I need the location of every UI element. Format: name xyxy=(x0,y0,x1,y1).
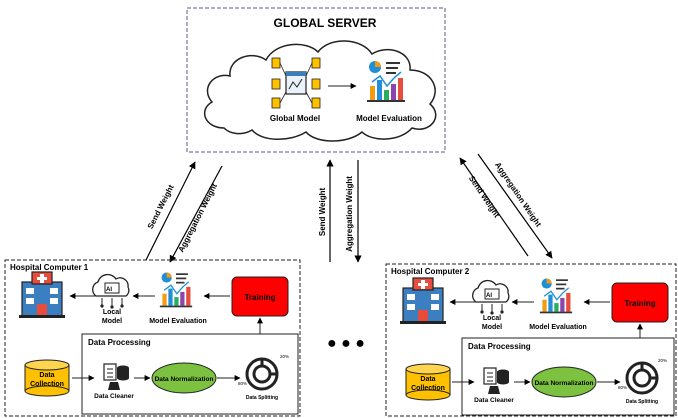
hospital-1-title: Hospital Computer 1 xyxy=(10,263,89,272)
global-model-label: Global Model xyxy=(270,114,320,123)
server-model-evaluation-label: Model Evaluation xyxy=(356,114,422,123)
data-cleaner-label: Data Cleaner xyxy=(474,397,514,404)
hospital-icon xyxy=(18,271,66,319)
split-pct-top: 20% xyxy=(280,354,289,359)
right-send-weight-label: Send Weight xyxy=(467,174,502,219)
data-normalization-node xyxy=(151,362,217,394)
hospital-1-border xyxy=(4,259,301,417)
pie-chart-icon xyxy=(245,357,279,391)
data-collection-label-2: Collection xyxy=(411,385,445,392)
hospital-icon xyxy=(399,277,447,325)
data-cleaner-label: Data Cleaner xyxy=(94,393,134,400)
mid-aggregation-weight-label: Aggregation Weight xyxy=(345,176,354,252)
data-collection-label-1: Data xyxy=(420,376,435,383)
global-server-border xyxy=(186,7,446,153)
training-label: Training xyxy=(244,293,275,302)
local-model-label-1: Local xyxy=(483,315,501,322)
svg-text:AI: AI xyxy=(106,287,112,293)
local-model-label-2: Model xyxy=(102,318,122,325)
split-pct-bottom: 80% xyxy=(238,381,247,386)
data-processing-title: Data Processing xyxy=(88,338,151,347)
hospital-1-panel: Hospital Computer 1 AI Local Model Model… xyxy=(4,259,301,417)
training-box xyxy=(611,282,669,323)
middle-arrows: Send Weight Aggregation Weight xyxy=(318,159,362,263)
split-pct-top: 20% xyxy=(658,358,667,363)
hospital-2-border xyxy=(385,263,677,417)
hospital-2-panel: Hospital Computer 2 AI Local Model Model… xyxy=(385,263,677,417)
data-collection-label-2: Collection xyxy=(30,381,64,388)
data-normalization-label: Data Normalization xyxy=(535,380,594,387)
left-aggregation-weight-label: Aggregation Weight xyxy=(177,182,220,254)
global-server-panel: GLOBAL SERVER Global Model Model Evaluat… xyxy=(186,7,446,153)
local-model-label-1: Local xyxy=(103,309,121,316)
data-normalization-label: Data Normalization xyxy=(155,376,214,383)
mid-send-weight-label: Send Weight xyxy=(318,188,327,237)
left-send-weight-label: Send Weight xyxy=(146,183,176,230)
data-splitting-label: Data Splitting xyxy=(626,399,658,405)
evaluation-chart-icon xyxy=(366,61,406,103)
left-arrows: Send Weight Aggregation Weight xyxy=(145,161,223,263)
data-processing-title: Data Processing xyxy=(468,342,531,351)
training-box xyxy=(231,276,289,317)
svg-text:AI: AI xyxy=(486,293,492,299)
hospital-2-title: Hospital Computer 2 xyxy=(391,267,470,276)
training-label: Training xyxy=(624,299,655,308)
ellipsis-dots: ● ● ● xyxy=(327,335,365,352)
network-model-icon xyxy=(271,57,321,109)
global-server-title: GLOBAL SERVER xyxy=(274,16,377,30)
right-arrows: Send Weight Aggregation Weight xyxy=(459,153,553,259)
local-model-evaluation-label: Model Evaluation xyxy=(149,318,207,325)
data-splitting-label: Data Splitting xyxy=(246,395,278,401)
evaluation-chart-icon xyxy=(539,278,573,314)
local-model-evaluation-label: Model Evaluation xyxy=(529,324,587,331)
data-normalization-node xyxy=(531,366,597,398)
data-collection-label-1: Data xyxy=(39,372,54,379)
local-model-label-2: Model xyxy=(482,324,502,331)
split-pct-bottom: 80% xyxy=(618,385,627,390)
evaluation-chart-icon xyxy=(159,272,193,308)
right-aggregation-weight-label: Aggregation Weight xyxy=(493,161,543,229)
pie-chart-icon xyxy=(625,361,659,395)
